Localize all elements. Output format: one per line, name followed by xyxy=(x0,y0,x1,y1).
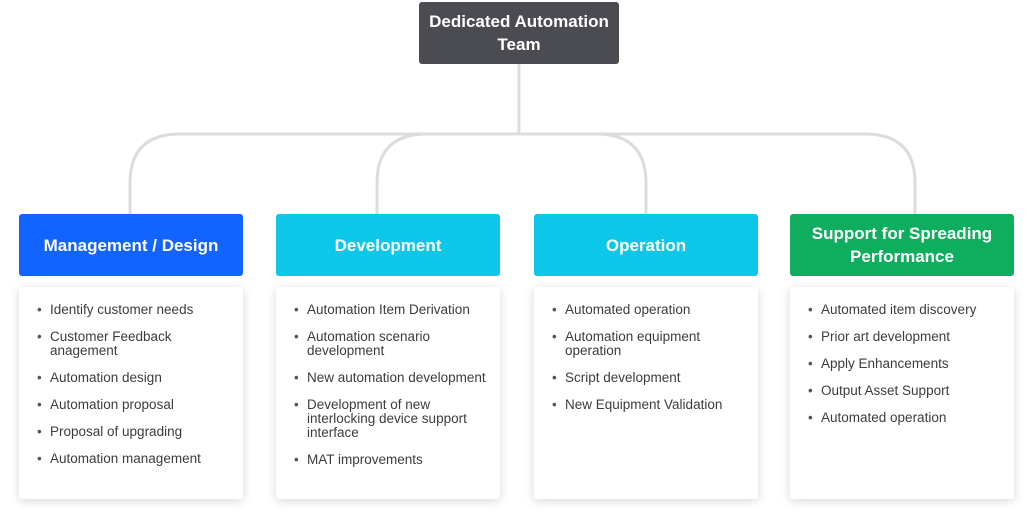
item-list: Automated item discoveryPrior art develo… xyxy=(808,303,1002,426)
column-operation: OperationAutomated operationAutomation e… xyxy=(534,214,758,499)
column-header: Management / Design xyxy=(19,214,243,276)
list-item: Apply Enhancements xyxy=(808,357,1002,372)
list-item: MAT improvements xyxy=(294,453,488,468)
column-header: Operation xyxy=(534,214,758,276)
list-item: Proposal of upgrading xyxy=(37,425,231,440)
column-card: Automated operationAutomation equipment … xyxy=(534,287,758,499)
item-list: Automated operationAutomation equipment … xyxy=(552,303,746,413)
list-item: Automation scenario development xyxy=(294,330,488,358)
list-item: Output Asset Support xyxy=(808,384,1002,399)
column-support-performance: Support for Spreading PerformanceAutomat… xyxy=(790,214,1014,499)
list-item: Automated item discovery xyxy=(808,303,1002,318)
list-item: Automation equipment operation xyxy=(552,330,746,358)
list-item: Development of new interlocking device s… xyxy=(294,398,488,440)
list-item: Automation proposal xyxy=(37,398,231,413)
column-card: Automation Item DerivationAutomation sce… xyxy=(276,287,500,499)
list-item: Automated operation xyxy=(552,303,746,318)
list-item: New Equipment Validation xyxy=(552,398,746,413)
list-item: Script development xyxy=(552,371,746,386)
column-title: Management / Design xyxy=(43,235,219,255)
list-item: Automation Item Derivation xyxy=(294,303,488,318)
column-management-design: Management / DesignIdentify customer nee… xyxy=(19,214,243,499)
column-title: Development xyxy=(334,235,442,255)
list-item: Prior art development xyxy=(808,330,1002,345)
column-card: Automated item discoveryPrior art develo… xyxy=(790,287,1014,499)
column-card: Identify customer needsCustomer Feedback… xyxy=(19,287,243,499)
item-list: Identify customer needsCustomer Feedback… xyxy=(37,303,231,467)
root-node: Dedicated Automation Team xyxy=(419,2,619,64)
item-list: Automation Item DerivationAutomation sce… xyxy=(294,303,488,468)
column-header: Support for Spreading Performance xyxy=(790,214,1014,276)
list-item: Automated operation xyxy=(808,411,1002,426)
column-title: Support for Spreading Performance xyxy=(811,224,993,266)
list-item: Identify customer needs xyxy=(37,303,231,318)
list-item: Automation management xyxy=(37,452,231,467)
column-title: Operation xyxy=(605,235,687,255)
list-item: Customer Feedback anagement xyxy=(37,330,231,358)
list-item: Automation design xyxy=(37,371,231,386)
column-development: DevelopmentAutomation Item DerivationAut… xyxy=(276,214,500,499)
root-title: Dedicated Automation Team xyxy=(429,12,609,54)
column-header: Development xyxy=(276,214,500,276)
list-item: New automation development xyxy=(294,371,488,386)
